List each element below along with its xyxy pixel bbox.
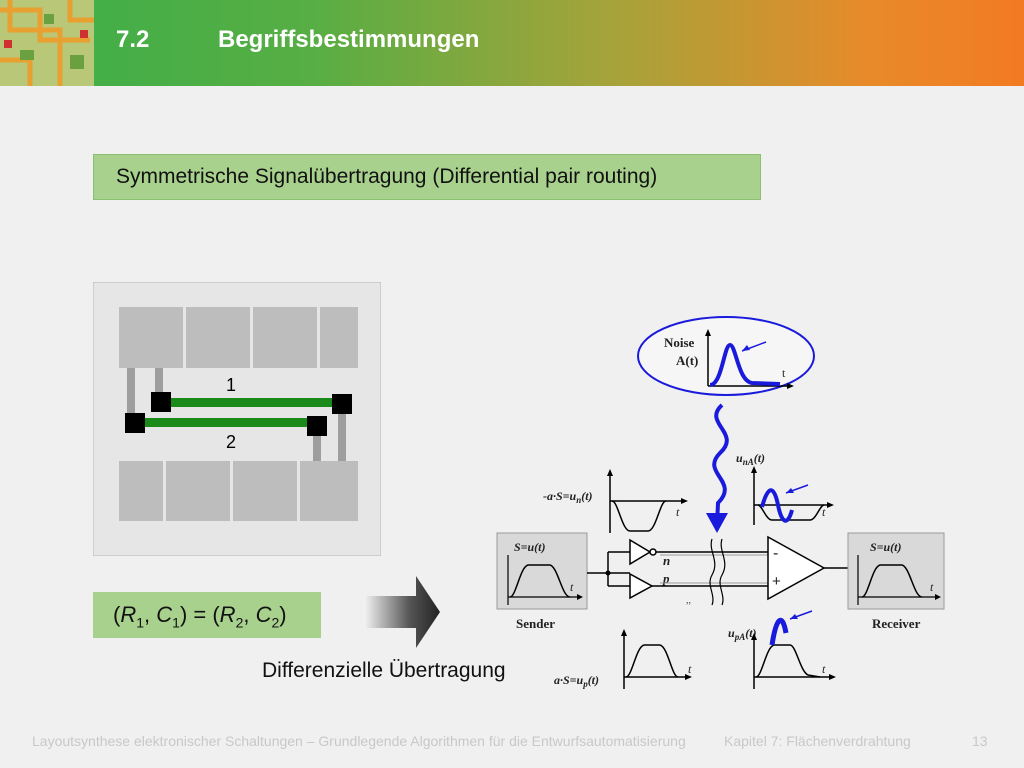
footer-course-title: Layoutsynthese elektronischer Schaltunge… <box>32 733 686 749</box>
svg-text:-: - <box>773 545 778 562</box>
sender-signal-label: S=u(t) <box>514 540 546 554</box>
terminal <box>125 413 145 433</box>
cell-block <box>253 307 317 368</box>
differential-pair-layout: 1 2 <box>93 282 381 556</box>
receiver-signal-label: S=u(t) <box>870 540 902 554</box>
arrow-right-icon <box>364 576 440 648</box>
svg-text:t: t <box>822 505 826 519</box>
cell-block <box>300 461 358 521</box>
upa-label: upA(t) <box>728 626 757 642</box>
cell-block <box>233 461 297 521</box>
cell-block <box>119 307 183 368</box>
wire-2 <box>137 418 315 427</box>
diagram-caption: Differenzielle Übertragung <box>262 659 506 682</box>
cell-block <box>119 461 163 521</box>
svg-text:n: n <box>663 553 670 568</box>
footer-chapter: Kapitel 7: Flächenverdrahtung <box>724 733 911 749</box>
pin-stub <box>155 368 163 398</box>
differential-circuit-diagram: Noise A(t) t unA(t) t -a·S=un(t) t S=u(t… <box>496 316 945 689</box>
pin-stub <box>313 430 321 461</box>
cell-block <box>186 307 250 368</box>
receiver-label: Receiver <box>872 616 921 631</box>
svg-text:p: p <box>662 571 670 586</box>
topic-banner: Symmetrische Signalübertragung (Differen… <box>93 154 761 200</box>
wire-label-1: 1 <box>226 375 236 395</box>
section-number: 7.2 <box>116 26 150 53</box>
svg-text:t: t <box>688 662 692 676</box>
svg-text:t: t <box>930 580 934 594</box>
terminal <box>151 392 171 412</box>
noise-function-label: A(t) <box>676 353 698 368</box>
buffer-gate <box>629 572 654 600</box>
terminal <box>307 416 327 436</box>
wire-1 <box>163 398 339 407</box>
equation-box: (R1, C1) = (R2, C2) <box>93 592 321 638</box>
page-title: Begriffsbestimmungen <box>218 26 480 53</box>
cell-block <box>320 307 358 368</box>
positive-signal-label: a·S=up(t) <box>554 673 599 689</box>
svg-text:t: t <box>676 505 680 519</box>
noise-label: Noise <box>664 335 695 350</box>
inverter-gate <box>629 538 652 566</box>
noise-t-label: t <box>782 366 786 380</box>
negative-signal-label: -a·S=un(t) <box>543 489 593 505</box>
svg-text:t: t <box>570 580 574 594</box>
header-bar: 7.2 Begriffsbestimmungen <box>0 0 1024 86</box>
svg-text:+: + <box>772 573 781 590</box>
una-label: unA(t) <box>736 451 765 467</box>
wire-label-2: 2 <box>226 432 236 452</box>
page-number: 13 <box>972 733 988 749</box>
sender-label: Sender <box>516 616 555 631</box>
cell-block <box>166 461 230 521</box>
comparator-amp <box>767 535 826 601</box>
pin-stub <box>338 408 346 461</box>
pin-stub <box>127 368 135 420</box>
svg-text:t: t <box>822 662 826 676</box>
circuit-logo-icon <box>0 0 94 86</box>
terminal <box>332 394 352 414</box>
svg-text:,,: ,, <box>686 595 691 606</box>
